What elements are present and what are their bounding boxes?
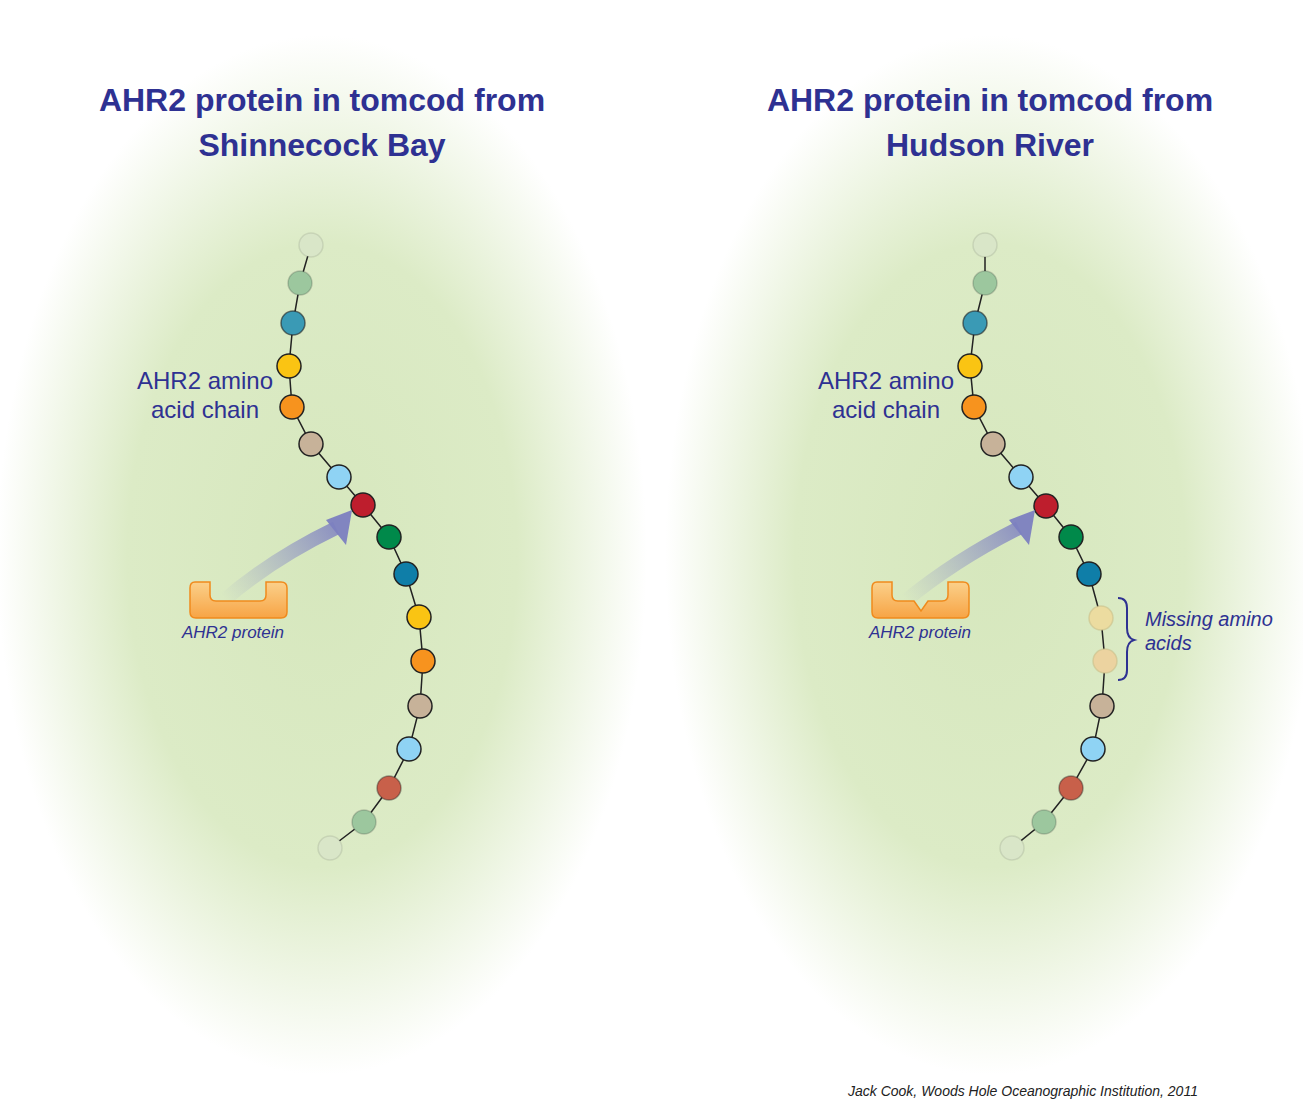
- panel-illustration: [0, 0, 651, 1101]
- chain-label: AHR2 amino acid chain: [816, 366, 956, 424]
- protein-label: AHR2 protein: [850, 623, 990, 643]
- credit-caption: Jack Cook, Woods Hole Oceanographic Inst…: [848, 1083, 1198, 1099]
- chain-label: AHR2 amino acid chain: [135, 366, 275, 424]
- panel-region: AHR2 protein in tomcod from Hudson River…: [651, 0, 1303, 1101]
- panel-title: AHR2 protein in tomcod from Shinnecock B…: [92, 78, 552, 168]
- panel-title: AHR2 protein in tomcod from Hudson River: [760, 78, 1220, 168]
- panel-region: AHR2 protein in tomcod from Shinnecock B…: [0, 0, 651, 1101]
- panel-illustration: [651, 0, 1303, 1101]
- protein-label: AHR2 protein: [163, 623, 303, 643]
- missing-label: Missing amino acids: [1145, 607, 1285, 655]
